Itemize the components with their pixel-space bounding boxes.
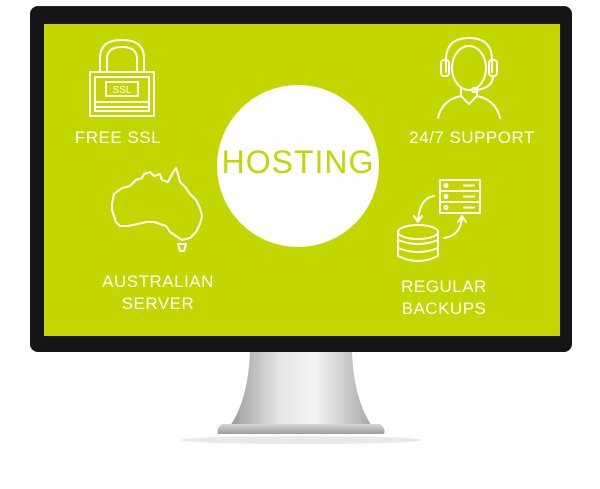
- padlock-icon: SSL: [84, 34, 160, 120]
- regular-backups-label-line1: REGULAR: [401, 277, 487, 296]
- headset-agent-icon: [432, 34, 506, 120]
- regular-backups-label: REGULAR BACKUPS: [376, 276, 512, 320]
- center-circle: [217, 85, 379, 247]
- regular-backups-label-line2: BACKUPS: [401, 299, 487, 318]
- support-label: 24/7 SUPPORT: [409, 128, 535, 147]
- center-title: HOSTING: [221, 144, 375, 180]
- australian-server-label: AUSTRALIAN SERVER: [88, 271, 228, 315]
- australian-server-label-line1: AUSTRALIAN: [102, 272, 214, 291]
- database-backup-icon: [394, 176, 486, 266]
- australian-server-label-line2: SERVER: [121, 294, 195, 313]
- australia-map-icon: [106, 164, 210, 254]
- ssl-badge-text: SSL: [113, 85, 132, 96]
- free-ssl-label: FREE SSL: [74, 128, 162, 147]
